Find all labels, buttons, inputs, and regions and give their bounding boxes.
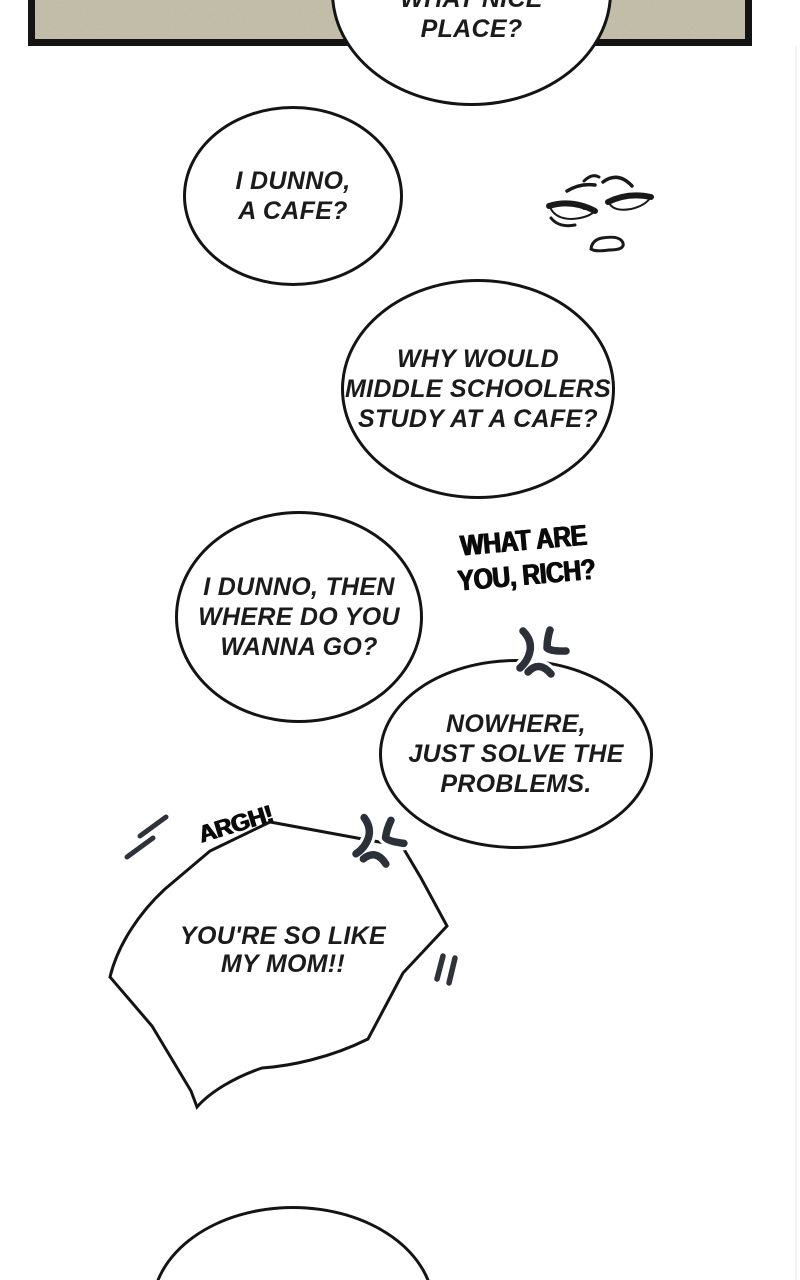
bubble-text: I DUNNO, A CAFE? — [236, 166, 351, 226]
shout-text-rich: WHAT ARE YOU, RICH? — [451, 517, 599, 599]
bubble-line: PROBLEMS. — [440, 770, 592, 798]
bubble-line: PLACE? — [420, 15, 523, 43]
bubble-line: WHERE DO YOU — [198, 603, 400, 631]
annoyed-face-icon — [546, 174, 654, 253]
bubble-line: I DUNNO, — [235, 167, 351, 195]
bubble-text: WHY WOULD MIDDLE SCHOOLERS STUDY AT A CA… — [345, 344, 611, 434]
speech-bubble-place: WHAT NICE PLACE? — [331, 0, 612, 106]
bubble-line: MIDDLE SCHOOLERS — [345, 375, 611, 403]
speech-bubble-bottom-partial — [151, 1206, 435, 1280]
speech-bubble-nowhere: NOWHERE, JUST SOLVE THE PROBLEMS. — [379, 659, 653, 849]
bubble-line: WHAT NICE — [400, 0, 543, 14]
speed-lines-icon — [124, 814, 169, 860]
speech-bubble-where-go: I DUNNO, THEN WHERE DO YOU WANNA GO? — [175, 511, 423, 723]
bubble-line: I DUNNO, THEN — [203, 573, 395, 601]
bubble-line: YOU'RE SO LIKE — [179, 922, 386, 950]
bubble-text: NOWHERE, JUST SOLVE THE PROBLEMS. — [408, 709, 623, 799]
speech-bubble-why-study: WHY WOULD MIDDLE SCHOOLERS STUDY AT A CA… — [341, 279, 615, 499]
bubble-line: JUST SOLVE THE — [408, 740, 624, 768]
bubble-line: WANNA GO? — [220, 633, 378, 661]
bubble-line: MY MOM!! — [220, 950, 346, 978]
speed-lines-icon — [434, 953, 458, 986]
bubble-line: STUDY AT A CAFE? — [358, 405, 598, 433]
bubble-line: A CAFE? — [238, 197, 348, 225]
bubble-text: WHAT NICE PLACE? — [400, 0, 543, 44]
anger-vein-icon — [355, 816, 407, 866]
shout-text-argh: ARGH! — [195, 800, 277, 849]
bubble-line: NOWHERE, — [446, 710, 586, 738]
speech-bubble-cafe: I DUNNO, A CAFE? — [183, 106, 403, 286]
bubble-text: I DUNNO, THEN WHERE DO YOU WANNA GO? — [198, 572, 400, 662]
bubble-line: WHY WOULD — [397, 345, 559, 373]
spiky-bubble-text: YOU'RE SO LIKE MY MOM!! — [163, 922, 403, 978]
